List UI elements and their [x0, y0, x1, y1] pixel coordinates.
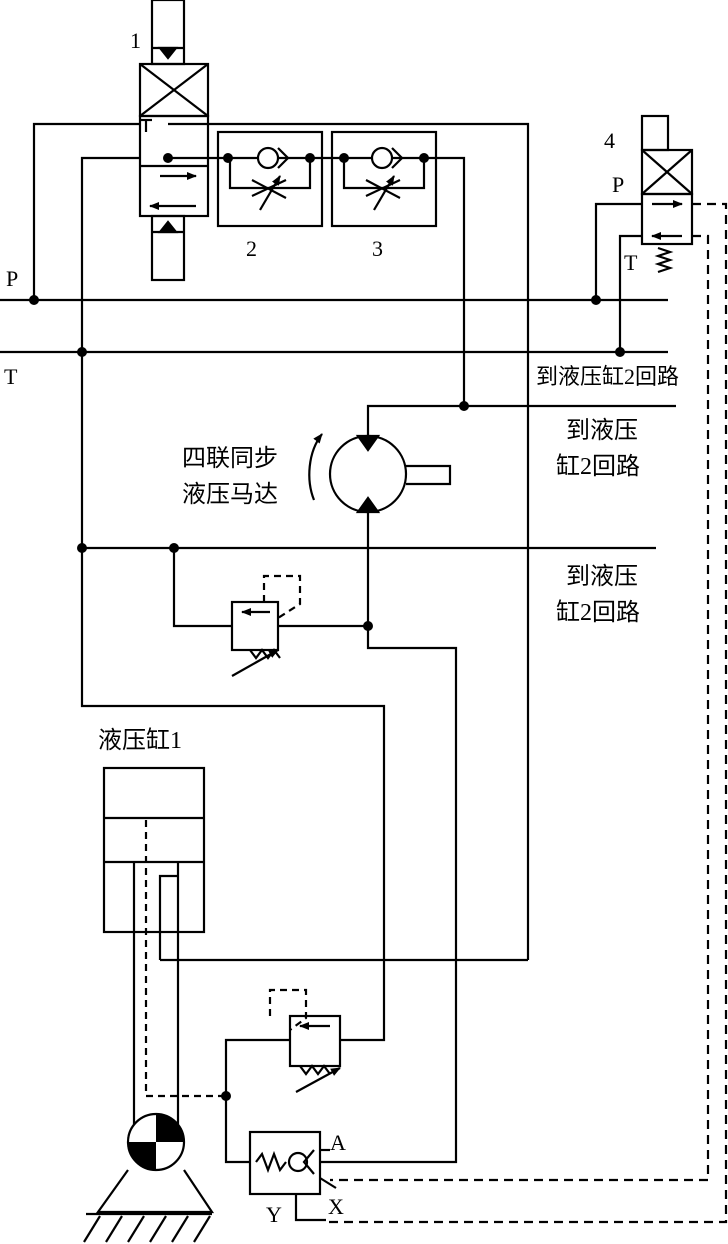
label-motor-1: 四联同步 — [182, 445, 278, 472]
valve4-p-line — [594, 202, 642, 300]
relief-pilot-middle — [262, 574, 302, 619]
label-valve4-p: P — [612, 172, 624, 197]
label-to-cylinder2-low-2: 缸2回路 — [556, 599, 640, 626]
label-to-cylinder2-top: 到液压缸2回路 — [536, 364, 679, 389]
label-line-p: P — [6, 266, 18, 291]
p-supply-to-valve-1 — [32, 122, 140, 300]
label-port-y: Y — [266, 1202, 282, 1227]
label-valve-3: 3 — [372, 236, 383, 261]
synchronous-hydraulic-motor — [308, 433, 452, 514]
label-motor-2: 液压马达 — [182, 481, 278, 508]
valve4-pilot-a — [326, 202, 728, 1224]
label-port-a: A — [330, 1130, 346, 1155]
motor-to-lower-line — [320, 626, 458, 1164]
relief-pilot-lower — [268, 988, 308, 1031]
label-valve-4: 4 — [604, 128, 615, 153]
hydraulic-cylinder-1 — [102, 766, 528, 1128]
label-valve-1: 1 — [130, 28, 141, 53]
relief-valve-lower — [224, 1014, 342, 1096]
valve4-t-line — [618, 234, 642, 352]
relief-valve-middle — [172, 548, 368, 677]
throttle-check-valve-2 — [216, 130, 324, 228]
junction-dots — [29, 153, 625, 1101]
ground-support — [83, 1169, 215, 1243]
left-trunk-line — [80, 156, 386, 1042]
label-line-t: T — [4, 364, 18, 389]
pilot-check-valve — [224, 1096, 337, 1222]
throttle-check-valve-3 — [322, 130, 438, 228]
valve4-pilot-b — [330, 234, 710, 1182]
directional-valve-4 — [640, 114, 694, 274]
label-valve-2: 2 — [246, 236, 257, 261]
label-to-cylinder2-low-1: 到液压 — [566, 563, 638, 590]
cylinder-pilot-line — [144, 820, 222, 1098]
label-port-x: X — [328, 1194, 344, 1219]
label-valve4-t: T — [624, 250, 638, 275]
motor-inlet-line — [366, 404, 676, 444]
throttle3-to-motor — [436, 156, 466, 406]
label-to-cylinder2-mid-2: 缸2回路 — [556, 453, 640, 480]
directional-valve-1 — [138, 0, 210, 282]
wheel-center-symbol — [126, 1112, 186, 1172]
label-to-cylinder2-mid-1: 到液压 — [566, 417, 638, 444]
return-top-line — [168, 122, 530, 960]
label-cylinder-1: 液压缸1 — [98, 727, 182, 754]
